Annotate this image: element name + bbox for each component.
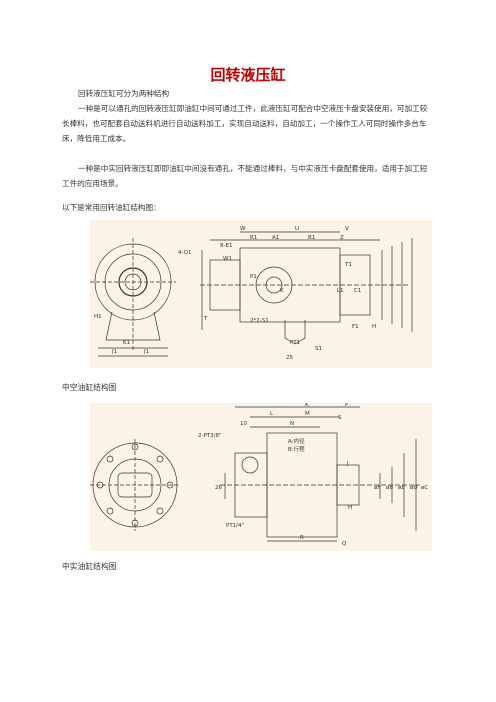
label-diameter-B: øB (386, 485, 393, 491)
label-J: J (346, 461, 349, 467)
label-P: P (345, 403, 349, 408)
label-Q: Q (342, 541, 347, 547)
label-diameter-E: øE (398, 485, 405, 491)
intro-paragraph: 回转液压缸可分为两种结构 (78, 89, 170, 98)
hollow-cylinder-drawing: W U V R1 A1 B1 Z 8-E1 W1 4-Q1 T1 P1 K L1… (90, 220, 432, 368)
label-K: K (280, 288, 284, 294)
solid-cylinder-drawing: K P L M S 10 N 2-PT3/8" A:内径 B:行程 J 26 ø… (90, 402, 432, 551)
label-U: U (295, 226, 299, 232)
label-2-PT3-8: 2-PT3/8" (198, 433, 222, 439)
label-L1: L1 (337, 288, 344, 294)
label-T: T (203, 316, 208, 322)
label-R1: R1 (250, 235, 257, 241)
label-10: 10 (240, 421, 247, 427)
label-A1: A1 (272, 235, 279, 241)
label-H: H (372, 324, 376, 330)
label-4-Q1: 4-Q1 (178, 250, 192, 256)
label-J1-left: J1 (111, 349, 117, 355)
label-W1: W1 (223, 256, 232, 262)
caption-solid-cylinder: 中实油缸结构图 (62, 562, 117, 571)
label-W: W (240, 226, 246, 232)
label-B-stroke: B:行程 (288, 445, 305, 453)
label-8-E1: 8-E1 (220, 243, 232, 249)
label-25: 25 (286, 355, 293, 361)
label-S1: S1 (315, 346, 322, 352)
hollow-cylinder-svg: W U V R1 A1 B1 Z 8-E1 W1 4-Q1 T1 P1 K L1… (90, 226, 413, 361)
label-S: S (338, 415, 342, 421)
label-T1: T1 (344, 262, 352, 268)
paragraph-hollow-cylinder: 一种是可以通孔的回转液压缸即油缸中间可通过工件，此液压缸可配合中空液压卡盘安装使… (62, 104, 428, 143)
paragraph-solid-cylinder: 一种是中实回转液压缸即即油缸中间没有通孔，不能通过棒料，与中实液压卡盘配套使用，… (62, 164, 428, 188)
label-K: K (305, 403, 309, 408)
label-P1: P1 (250, 274, 257, 280)
label-V: V (345, 226, 349, 232)
label-R: R (300, 535, 304, 541)
label-26: 26 (215, 485, 222, 491)
label-F1: F1 (352, 324, 359, 330)
caption-hollow-cylinder: 中空油缸结构图 (62, 383, 117, 392)
label-K1: K1 (123, 340, 130, 346)
solid-cylinder-svg: K P L M S 10 N 2-PT3/8" A:内径 B:行程 J 26 ø… (90, 402, 428, 547)
label-diameter-F: øF (374, 485, 381, 491)
label-PT1: PT1 (290, 340, 300, 346)
label-J1-right: J1 (143, 349, 149, 355)
label-M: M (305, 411, 310, 417)
page-title: 回转液压缸 (210, 66, 286, 84)
figure-lead-text: 以下是常用回转油缸结构图： (62, 203, 161, 212)
label-2x2-S1: 2*2-S1 (250, 318, 269, 324)
label-A-inner-diameter: A:内径 (288, 437, 305, 445)
label-diameter-D: øD (410, 485, 418, 491)
label-Z: Z (340, 235, 344, 241)
label-H: H (348, 505, 352, 511)
label-B1: B1 (308, 235, 315, 241)
label-C1: C1 (354, 288, 361, 294)
label-N: N (290, 421, 294, 427)
label-H1: H1 (94, 314, 102, 320)
label-PT1-4: PT1/4" (226, 523, 244, 529)
label-diameter-C: øC (421, 485, 428, 491)
label-L: L (270, 411, 274, 417)
